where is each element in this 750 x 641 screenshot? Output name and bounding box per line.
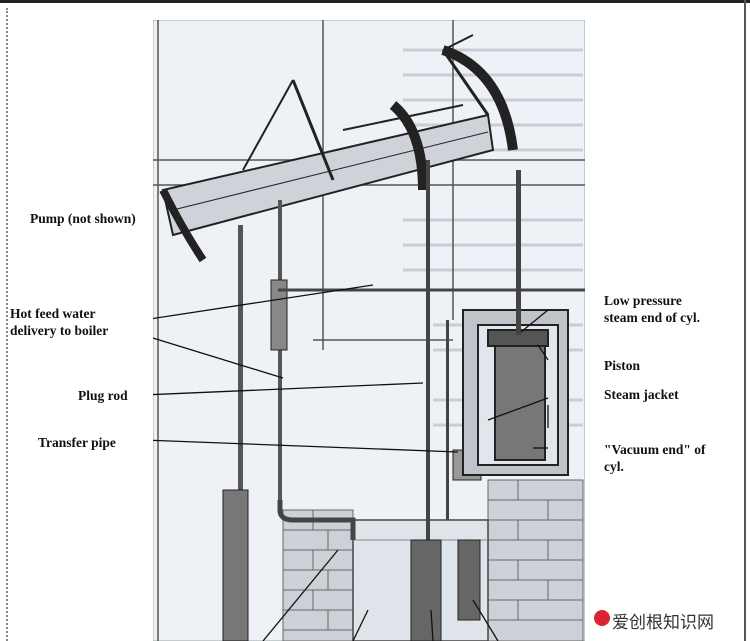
watermark-text: 爱创根知识网 — [612, 613, 714, 633]
right-border — [744, 0, 746, 641]
label-transfer-pipe: Transfer pipe — [38, 435, 116, 450]
brickwork-right — [487, 479, 584, 641]
label-plug-rod: Plug rod — [78, 388, 128, 403]
label-low-pressure: Low pressure steam end of cyl. — [604, 293, 700, 325]
arch-head-middle — [389, 101, 428, 191]
label-hot-feed-water: Hot feed water delivery to boiler — [10, 306, 109, 338]
air-pump — [410, 539, 442, 641]
site-logo-icon — [594, 610, 610, 626]
piston-rod — [516, 170, 521, 335]
label-steam-jacket: Steam jacket — [604, 387, 679, 402]
top-border — [0, 0, 750, 3]
arch-head-right — [441, 45, 518, 151]
pump-rod — [238, 225, 243, 641]
label-piston: Piston — [604, 358, 641, 373]
valve-rod — [446, 320, 449, 520]
hot-well — [457, 539, 481, 621]
pump-barrel — [222, 489, 249, 641]
label-vacuum-end: "Vacuum end" of cyl. — [604, 442, 706, 474]
label-pump: Pump (not shown) — [30, 211, 136, 226]
engine-engraving — [153, 20, 585, 641]
hot-water-cylinder — [270, 279, 288, 351]
leader-lines — [153, 284, 549, 641]
left-arch-head — [159, 188, 207, 263]
left-dotted-border — [6, 8, 8, 641]
feed-pipe — [277, 500, 356, 540]
brickwork-left — [282, 509, 354, 641]
plug-rod — [426, 160, 430, 641]
rocking-beam — [161, 79, 495, 237]
steam-cylinder — [462, 309, 569, 476]
